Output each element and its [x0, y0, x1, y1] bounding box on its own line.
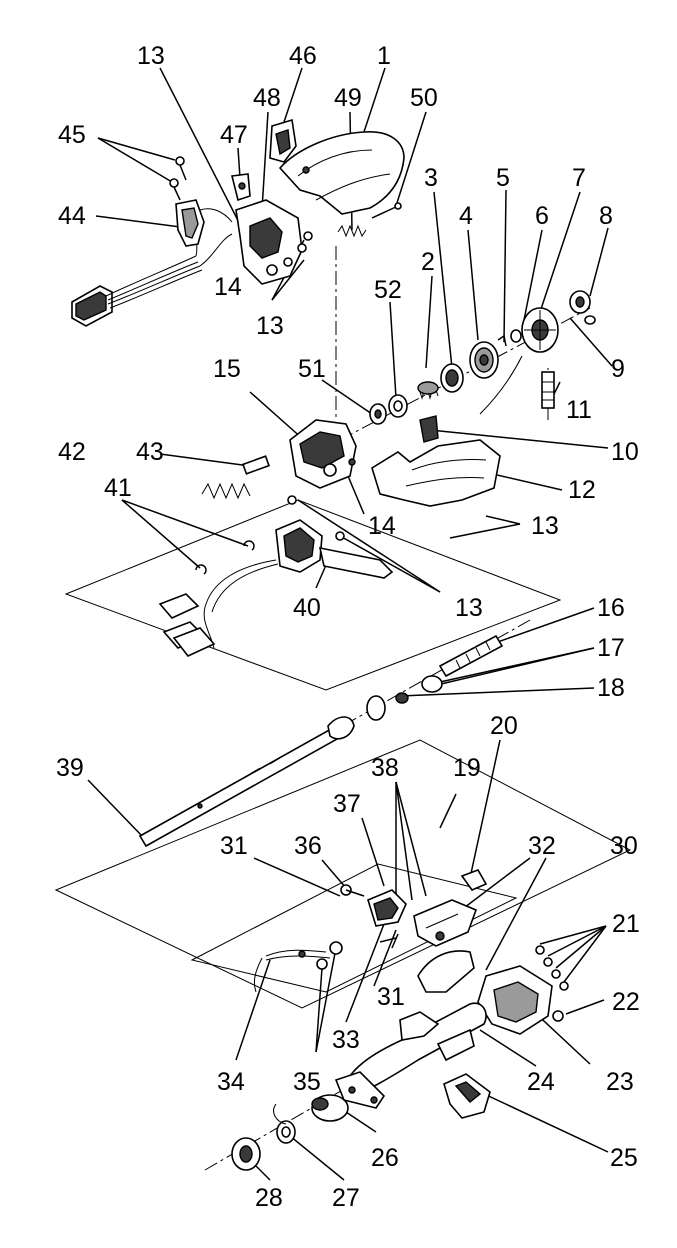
callout-23: 23 [606, 1068, 634, 1096]
column-jacket-assembly [231, 869, 569, 1171]
callout-19: 19 [453, 754, 481, 782]
callout-30: 30 [610, 832, 638, 860]
callout-49: 49 [334, 84, 362, 112]
callout-31a: 31 [220, 832, 248, 860]
callout-35: 35 [293, 1068, 321, 1096]
callout-46: 46 [289, 42, 317, 70]
switch-harness-assembly [71, 118, 405, 327]
callout-48: 48 [253, 84, 281, 112]
callout-16: 16 [597, 594, 625, 622]
callout-11: 11 [566, 396, 592, 424]
callout-labels: 13 46 1 48 49 50 45 47 3 5 7 44 4 6 8 2 … [56, 42, 640, 1212]
perspective-planes [54, 499, 632, 1009]
callout-6: 6 [535, 202, 549, 230]
callout-17: 17 [597, 634, 625, 662]
callout-13d: 13 [455, 594, 483, 622]
callout-39: 39 [56, 754, 84, 782]
callout-24: 24 [527, 1068, 555, 1096]
callout-15: 15 [213, 355, 241, 383]
callout-13b: 13 [256, 312, 284, 340]
callout-26: 26 [371, 1144, 399, 1172]
callout-13c: 13 [531, 512, 559, 540]
callout-47: 47 [220, 121, 248, 149]
callout-2: 2 [421, 248, 435, 276]
callout-27: 27 [332, 1184, 360, 1212]
callout-10: 10 [611, 438, 639, 466]
callout-1: 1 [377, 42, 391, 70]
bearing-stack [369, 290, 596, 507]
callout-32: 32 [528, 832, 556, 860]
steering-shaft [138, 634, 504, 848]
callout-14b: 14 [368, 512, 396, 540]
callout-31b: 31 [377, 983, 405, 1011]
callout-41: 41 [104, 474, 132, 502]
callout-38: 38 [371, 754, 399, 782]
callout-51: 51 [298, 355, 326, 383]
callout-50: 50 [410, 84, 438, 112]
callout-33: 33 [332, 1026, 360, 1054]
callout-44: 44 [58, 202, 86, 230]
callout-34: 34 [217, 1068, 245, 1096]
callout-7: 7 [572, 164, 586, 192]
callout-43: 43 [136, 438, 164, 466]
callout-9: 9 [611, 355, 625, 383]
callout-28: 28 [255, 1184, 283, 1212]
callout-3: 3 [424, 164, 438, 192]
callout-18: 18 [597, 674, 625, 702]
callout-21: 21 [612, 910, 640, 938]
callout-52: 52 [374, 276, 402, 304]
callout-12: 12 [568, 476, 596, 504]
callout-37: 37 [333, 790, 361, 818]
callout-8: 8 [599, 202, 613, 230]
callout-25: 25 [610, 1144, 638, 1172]
callout-4: 4 [459, 202, 473, 230]
callout-13a: 13 [137, 42, 165, 70]
callout-36: 36 [294, 832, 322, 860]
lock-housing-assembly [158, 419, 394, 657]
leader-lines [87, 67, 613, 1181]
spring-49 [337, 224, 367, 238]
callout-42: 42 [58, 438, 86, 466]
callout-14a: 14 [214, 273, 242, 301]
callout-45: 45 [58, 121, 86, 149]
callout-22: 22 [612, 988, 640, 1016]
callout-5: 5 [496, 164, 510, 192]
callout-20: 20 [490, 712, 518, 740]
callout-40: 40 [293, 594, 321, 622]
